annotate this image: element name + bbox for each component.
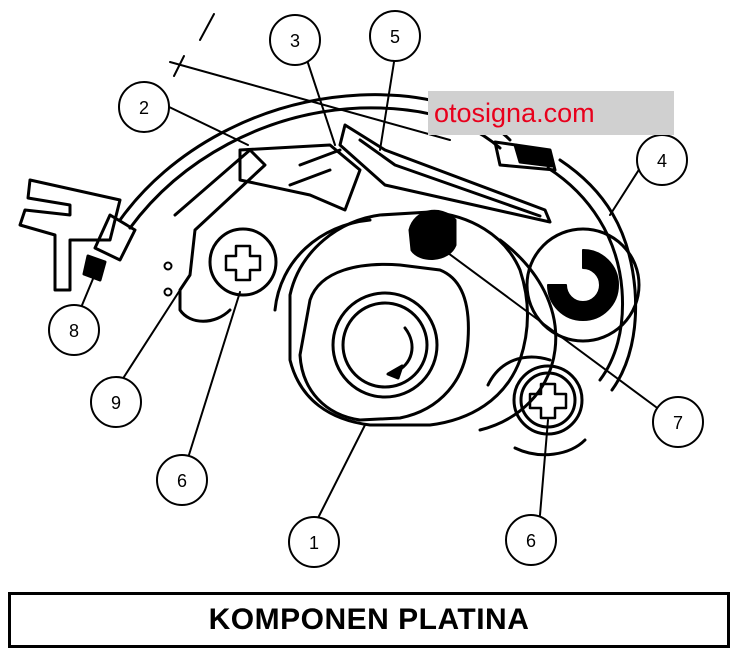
- contact-arm-ridge: [358, 138, 542, 218]
- dimension-line: [169, 13, 451, 141]
- svg-text:8: 8: [69, 321, 79, 341]
- screw-right-slot-plate: [486, 355, 587, 457]
- spring-strip: [558, 158, 638, 392]
- adjust-hole-lower: [163, 287, 173, 297]
- svg-text:4: 4: [657, 151, 667, 171]
- svg-text:7: 7: [673, 413, 683, 433]
- screw-right: [512, 364, 584, 436]
- fixed-contact-bracket-detail: [288, 148, 342, 187]
- svg-text:5: 5: [390, 27, 400, 47]
- callout-8: 8: [48, 304, 100, 356]
- screw-left-cross: [224, 244, 262, 282]
- wire-insulator: [93, 213, 137, 262]
- callout-1: 1: [288, 516, 340, 568]
- pivot-ring: [547, 249, 619, 321]
- callout-5: 5: [369, 10, 421, 62]
- svg-text:6: 6: [526, 531, 536, 551]
- callout-9: 9: [90, 376, 142, 428]
- callout-7: 7: [652, 396, 704, 448]
- rubbing-block: [408, 209, 457, 260]
- contact-arm: [338, 123, 552, 224]
- contact-breaker-diagram: 1 2 3 4 5 6 6 7 8 9: [18, 10, 704, 568]
- base-plate: [288, 210, 529, 427]
- leader-lines: [79, 59, 661, 519]
- callout-3: 3: [269, 14, 321, 66]
- callout-4: 4: [636, 134, 688, 186]
- svg-text:9: 9: [111, 393, 121, 413]
- callout-6-right: 6: [505, 514, 557, 566]
- svg-text:6: 6: [177, 471, 187, 491]
- cam-ring-inner: [341, 301, 429, 389]
- spring-strip-inner: [546, 166, 625, 382]
- callout-6-left: 6: [156, 454, 208, 506]
- svg-text:1: 1: [309, 533, 319, 553]
- caption-title: KOMPONEN PLATINA: [208, 603, 530, 636]
- adjusting-plate: [173, 148, 267, 323]
- screw-right-cross: [528, 382, 568, 420]
- screw-left: [208, 227, 278, 297]
- callout-2: 2: [118, 81, 170, 133]
- adjust-hole-upper: [163, 261, 173, 271]
- caption-box: KOMPONEN PLATINA: [8, 592, 730, 648]
- cam-housing: [298, 262, 470, 422]
- terminal-tag: [18, 178, 122, 292]
- cam-ring-outer: [331, 291, 439, 399]
- rotation-arrowhead: [386, 364, 404, 380]
- fixed-contact-bracket: [238, 143, 362, 212]
- terminal-connector-black: [513, 143, 554, 168]
- svg-text:3: 3: [290, 31, 300, 51]
- breaker-plate-outline: [273, 218, 558, 432]
- pivot-boss: [525, 227, 641, 343]
- rotation-arrow: [393, 326, 414, 374]
- watermark: otosigna.com: [428, 91, 674, 135]
- svg-text:2: 2: [139, 98, 149, 118]
